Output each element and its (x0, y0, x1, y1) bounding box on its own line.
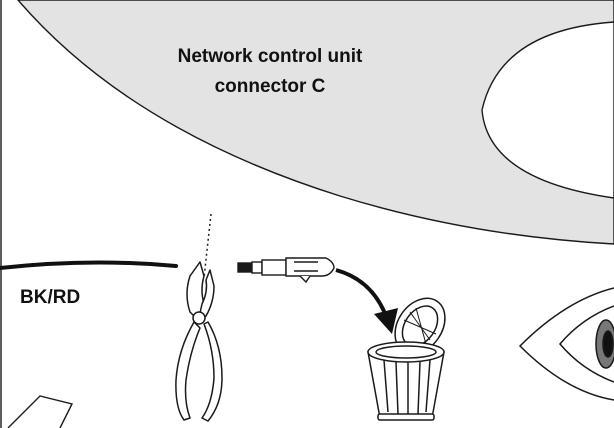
cut-line-icon (203, 213, 212, 279)
side-cutter-pliers-icon (175, 261, 223, 422)
connector-title-line-2: connector C (214, 76, 326, 97)
terminal-pin-icon (237, 257, 335, 284)
connector-title-line-1: Network control unit (177, 46, 363, 67)
eye-inspect-icon (518, 287, 614, 401)
discard-arrow-icon (335, 268, 398, 334)
wire-color-label: BK/RD (20, 287, 81, 308)
wire-icon (0, 260, 178, 270)
trash-bin-icon (367, 297, 446, 421)
connector-housing-shape (17, 0, 614, 245)
connector-title: Network control unit connector C (150, 42, 390, 102)
